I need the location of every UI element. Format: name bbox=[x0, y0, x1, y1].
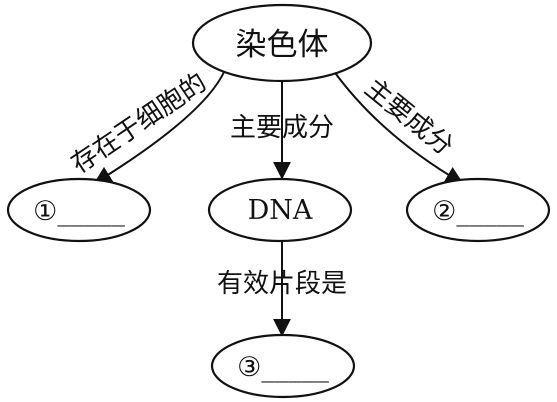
node-chromosome: 染色体 bbox=[191, 3, 373, 83]
node-blank-1: ①_____ bbox=[6, 177, 152, 243]
node-dna-label: DNA bbox=[248, 195, 313, 226]
edge-center-label: 主要成分 bbox=[230, 113, 334, 143]
node-blank-3-label: ③_____ bbox=[237, 352, 329, 383]
node-dna: DNA bbox=[207, 177, 353, 243]
edge-left-label: 存在于细胞的 bbox=[66, 68, 212, 180]
node-blank-2: ②_____ bbox=[405, 177, 551, 243]
edge-bottom-label: 有效片段是 bbox=[217, 269, 347, 299]
node-blank-2-label: ②_____ bbox=[432, 196, 524, 227]
edge-right-arrow bbox=[332, 69, 464, 184]
node-blank-1-label: ①_____ bbox=[33, 196, 125, 227]
node-chromosome-label: 染色体 bbox=[236, 27, 329, 63]
edge-left-arrow bbox=[93, 69, 226, 184]
node-blank-3: ③_____ bbox=[210, 333, 356, 399]
